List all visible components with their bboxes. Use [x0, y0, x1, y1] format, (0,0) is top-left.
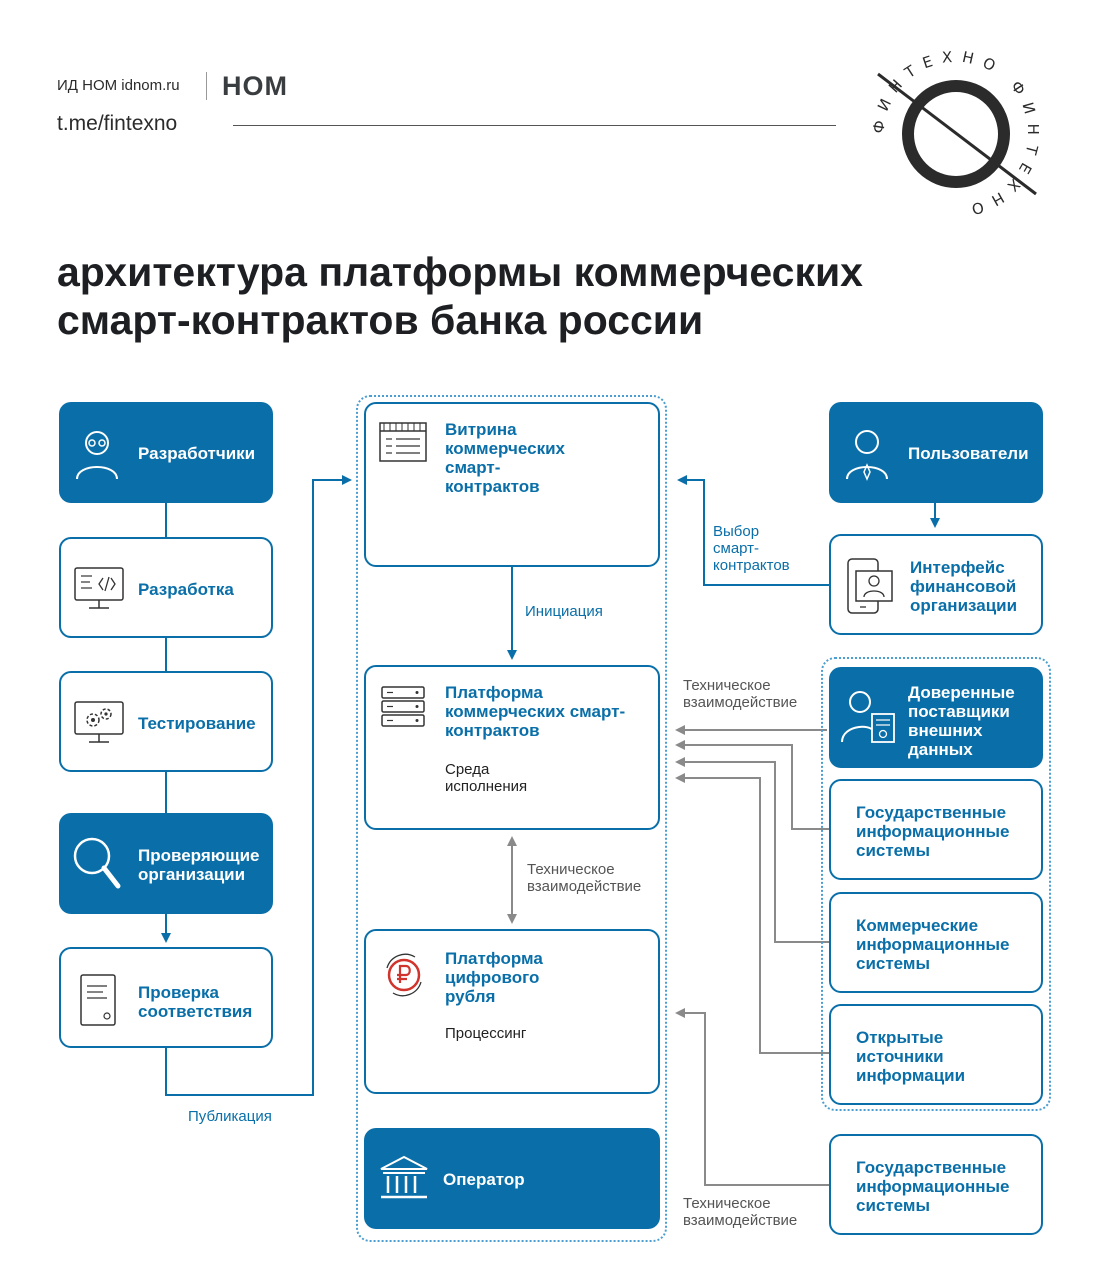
publication-label: Публикация: [188, 1108, 272, 1125]
smart-contract-platform-box: Платформа коммерческих смарт-контрактов …: [364, 665, 660, 830]
tech-interaction-top-label: Техническое взаимодействие: [683, 677, 798, 711]
operator-label: Оператор: [443, 1170, 525, 1189]
source-label: ИД НОМ idnom.ru: [57, 77, 180, 94]
title-line-1: архитектура платформы коммерческих: [57, 249, 863, 295]
gov-systems-label: Государственные информационные системы: [856, 803, 1010, 860]
gears-monitor-icon: [71, 697, 127, 747]
tech-interaction-center-label: Техническое взаимодействие: [527, 861, 642, 895]
developer-person-icon: [69, 424, 125, 482]
developers-label: Разработчики: [138, 444, 256, 463]
phone-user-icon: [841, 556, 897, 616]
open-sources-label: Открытые источники информации: [856, 1028, 966, 1085]
user-person-icon: [839, 424, 895, 482]
development-box: Разработка: [59, 537, 273, 638]
development-label: Разработка: [138, 580, 234, 599]
runtime-sublabel: Среда исполнения: [445, 761, 528, 795]
users-label: Пользователи: [908, 444, 1029, 463]
bank-building-icon: [376, 1152, 432, 1204]
choice-label: Выбор смарт-контрактов: [713, 523, 790, 574]
nom-logo: НОМ: [222, 71, 288, 101]
page-title: архитектура платформы коммерческих смарт…: [57, 248, 1037, 344]
line-publication: [165, 475, 352, 1096]
auditors-box: Проверяющие организации: [59, 813, 273, 914]
code-monitor-icon: [71, 563, 127, 613]
header-divider: [206, 72, 207, 100]
compliance-box: Проверка соответствия: [59, 947, 273, 1048]
gov-systems-2-box: Государственные информационные системы: [829, 1134, 1043, 1235]
telegram-link[interactable]: t.me/fintexno: [57, 112, 178, 135]
commercial-systems-box: Коммерческие информационные системы: [829, 892, 1043, 993]
line-open-to-platform: [675, 773, 829, 1054]
line-gov2-to-ruble: [675, 1008, 829, 1186]
testing-label: Тестирование: [138, 714, 256, 733]
line-gov-to-platform: [675, 740, 829, 830]
trusted-suppliers-label: Доверенные поставщики внешних данных: [908, 683, 1015, 759]
magnifier-icon: [69, 833, 125, 893]
digital-ruble-label: Платформа цифрового рубля: [445, 949, 543, 1006]
processing-sublabel: Процессинг: [445, 1025, 527, 1042]
ruble-icon: [378, 949, 430, 1001]
showcase-box: Витрина коммерческих смарт-контрактов: [364, 402, 660, 567]
platform-group-frame: [356, 395, 667, 1242]
fin-interface-label: Интерфейс финансовой организации: [910, 558, 1018, 615]
compliance-label: Проверка соответствия: [138, 983, 253, 1021]
line-choice: [677, 475, 829, 586]
storefront-icon: [378, 420, 428, 466]
fintexno-stamp-logo: ФИНТЕХНО ФИНТЕХНО: [869, 48, 1037, 220]
data-suppliers-group-frame: [821, 657, 1051, 1111]
open-sources-box: Открытые источники информации: [829, 1004, 1043, 1105]
developers-box: Разработчики: [59, 402, 273, 503]
operator-box: Оператор: [364, 1128, 660, 1229]
digital-ruble-box: Платформа цифрового рубля Процессинг: [364, 929, 660, 1094]
document-icon: [71, 971, 127, 1029]
initiation-label: Инициация: [525, 603, 603, 620]
gov-systems-box: Государственные информационные системы: [829, 779, 1043, 880]
supplier-certificate-icon: [839, 685, 899, 747]
auditors-label: Проверяющие организации: [138, 846, 260, 884]
testing-box: Тестирование: [59, 671, 273, 772]
trusted-suppliers-box: Доверенные поставщики внешних данных: [829, 667, 1043, 768]
users-box: Пользователи: [829, 402, 1043, 503]
line-commercial-to-platform: [675, 757, 829, 943]
fin-interface-box: Интерфейс финансовой организации: [829, 534, 1043, 635]
title-line-2: смарт-контрактов банка россии: [57, 297, 704, 343]
smart-contract-platform-label: Платформа коммерческих смарт-контрактов: [445, 683, 626, 740]
header-rule: [233, 125, 836, 126]
gov-systems-2-label: Государственные информационные системы: [856, 1158, 1010, 1215]
showcase-label: Витрина коммерческих смарт-контрактов: [445, 420, 565, 496]
commercial-systems-label: Коммерческие информационные системы: [856, 916, 1010, 973]
tech-interaction-bottom-label: Техническое взаимодействие: [683, 1195, 798, 1229]
server-icon: [378, 683, 428, 731]
